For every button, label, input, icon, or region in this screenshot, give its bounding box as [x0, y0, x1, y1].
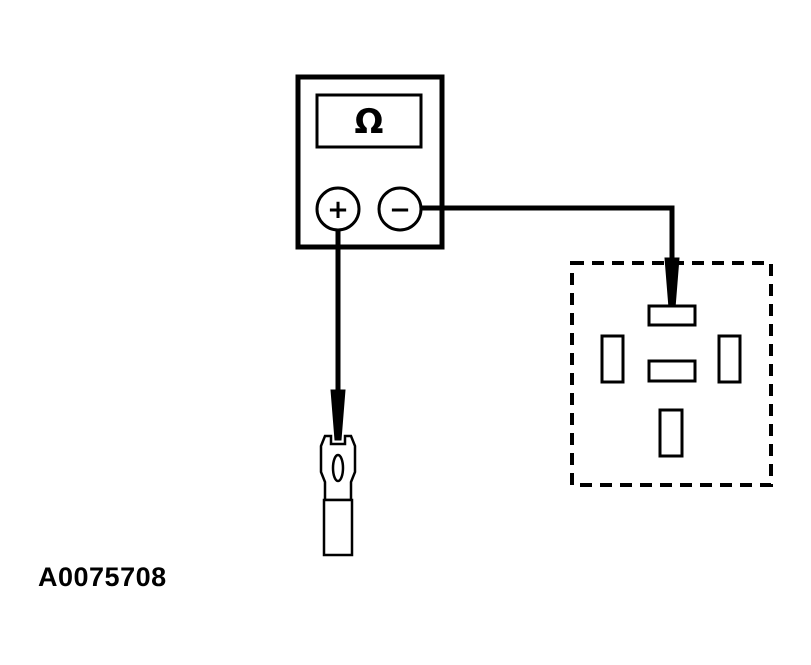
negative-probe-tip [664, 257, 680, 309]
negative-terminal-sign: − [389, 195, 411, 225]
negative-lead-wire [421, 205, 675, 262]
ohmmeter-display [315, 93, 423, 149]
relay-socket-terminal-right [717, 334, 742, 384]
terminal-lug-barrel [322, 498, 354, 557]
relay-socket-terminal-left [600, 334, 625, 384]
negative-test-lead [421, 205, 680, 309]
ohmmeter-body [295, 74, 445, 250]
positive-terminal-sign: + [327, 195, 349, 225]
positive-probe-tip [330, 389, 346, 441]
positive-test-lead [330, 230, 346, 441]
ohmmeter: Ω + − [295, 74, 445, 250]
ohm-symbol: Ω [355, 102, 384, 142]
terminal-lug-hole [331, 453, 345, 483]
relay-socket-outline [570, 261, 773, 487]
relay-socket-terminal-top [647, 304, 697, 327]
terminal-lug [319, 434, 357, 557]
figure-id-label: A0075708 [38, 562, 167, 592]
relay-socket-terminal-center [647, 359, 697, 383]
relay-socket [570, 261, 773, 487]
relay-socket-terminal-bottom [658, 408, 684, 458]
